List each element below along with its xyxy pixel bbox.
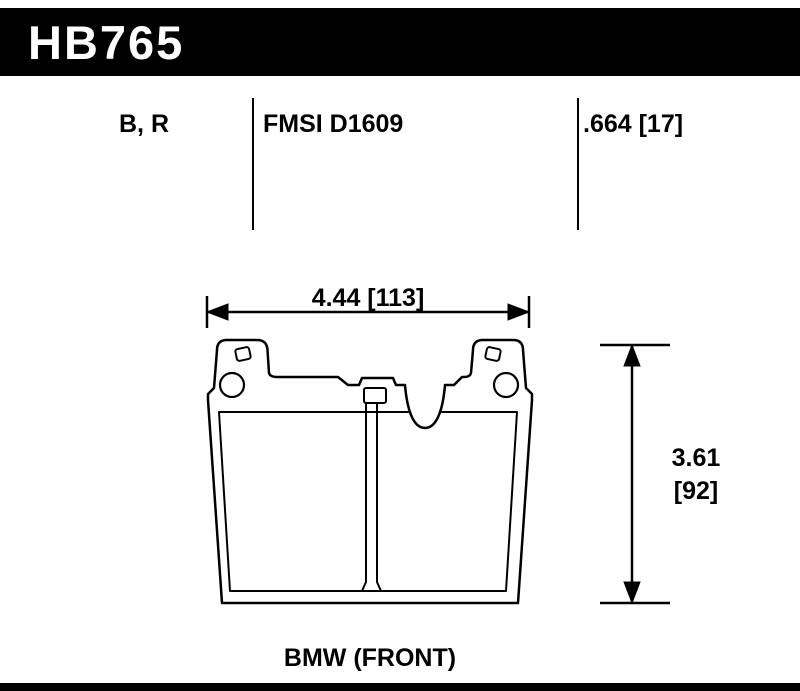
height-dimension-label: 3.61 [92] [648,442,744,508]
application-label: BMW (FRONT) [283,644,457,672]
height-dimension-bracket: [92] [673,477,719,505]
brake-pad-drawing [205,296,670,605]
mounting-hole-right [492,371,520,399]
pad-inner-outline [218,411,518,592]
center-tab-hole [363,387,387,404]
pad-outline-group [206,338,534,605]
fmsi-number: FMSI D1609 [263,110,404,138]
height-arrowhead-bottom [623,581,641,605]
pad-thickness: .664 [17] [583,110,684,138]
width-dimension-label: 4.44 [113] [311,284,425,312]
height-arrowhead-top [623,343,641,367]
center-wear-slot [361,402,382,592]
bottom-bar [0,683,800,691]
ear-hole-left [234,346,252,362]
ear-hole-right [484,346,502,362]
width-arrowhead-left [205,303,229,321]
part-number-banner: HB765 [0,8,800,76]
part-number: HB765 [28,15,185,69]
height-dimension-lines [600,343,670,605]
width-dimension-lines [205,296,531,328]
height-dimension-value: 3.61 [671,444,721,472]
separator-line-1 [252,98,254,230]
separator-line-2 [577,98,579,230]
pad-outer-outline [206,338,534,605]
mounting-hole-left [218,371,246,399]
compound-code: B, R [119,110,169,138]
width-arrowhead-right [507,303,531,321]
